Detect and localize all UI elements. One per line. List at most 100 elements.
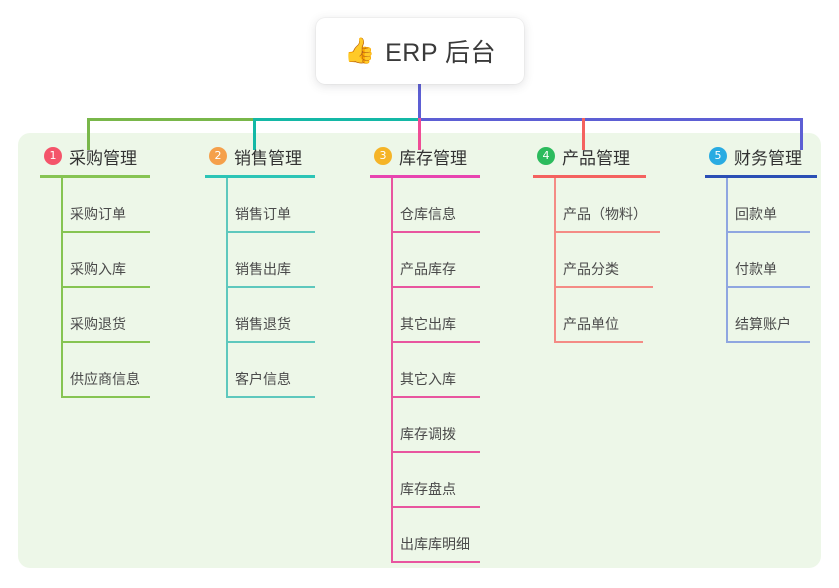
branch-items-1: 采购订单 采购入库 采购退货 供应商信息 [40,178,200,398]
connector-drop-3 [418,118,421,150]
connector-stem [418,84,421,119]
list-item-rule [555,286,653,288]
list-item-label: 产品库存 [400,261,456,277]
branch-title-5: 财务管理 [734,148,802,168]
list-item-rule [392,341,480,343]
list-item-rule [62,231,150,233]
list-item[interactable]: 产品库存 [392,233,530,288]
branch-spine-5 [726,178,728,343]
branch-badge-3: 3 [374,147,392,165]
connector-drop-4 [582,118,585,150]
list-item-rule [392,231,480,233]
connector-drop-5 [800,118,803,150]
list-item-rule [392,506,480,508]
connector-drop-1 [87,118,90,150]
list-item-rule [227,341,315,343]
list-item[interactable]: 采购订单 [62,178,200,233]
list-item-label: 其它入库 [400,371,456,387]
branch-title-3: 库存管理 [399,148,467,168]
list-item[interactable]: 库存盘点 [392,453,530,508]
diagram-title-card: 👍 ERP 后台 [316,18,524,84]
list-item[interactable]: 销售出库 [227,233,365,288]
connector-bar-green [87,118,254,121]
branch-items-5: 回款单 付款单 结算账户 [705,178,835,343]
list-item-label: 销售订单 [235,206,291,222]
branch-rule-5 [705,175,817,178]
list-item[interactable]: 付款单 [727,233,835,288]
list-item-label: 付款单 [735,261,777,277]
branch-column-5: 5 财务管理 回款单 付款单 结算账户 [705,144,835,343]
list-item-label: 出库库明细 [400,536,470,552]
branch-badge-5: 5 [709,147,727,165]
branch-rule-2 [205,175,315,178]
list-item-label: 库存调拨 [400,426,456,442]
list-item[interactable]: 其它入库 [392,343,530,398]
list-item-label: 产品（物料） [563,206,647,222]
branch-title-4: 产品管理 [562,148,630,168]
branch-badge-2: 2 [209,147,227,165]
list-item-label: 供应商信息 [70,371,140,387]
branch-rule-1 [40,175,150,178]
list-item[interactable]: 产品分类 [555,233,703,288]
list-item[interactable]: 仓库信息 [392,178,530,233]
list-item-rule [392,286,480,288]
list-item[interactable]: 供应商信息 [62,343,200,398]
list-item-label: 库存盘点 [400,481,456,497]
list-item[interactable]: 采购入库 [62,233,200,288]
list-item-rule [227,286,315,288]
list-item-rule [392,396,480,398]
page-title: ERP 后台 [385,39,497,67]
branch-header-3[interactable]: 3 库存管理 [370,144,530,168]
list-item[interactable]: 其它出库 [392,288,530,343]
branch-items-3: 仓库信息 产品库存 其它出库 其它入库 库存调拨 库存盘点 出库库明细 [370,178,530,563]
list-item-rule [392,451,480,453]
diagram-panel [18,133,821,568]
branch-spine-1 [61,178,63,398]
list-item[interactable]: 客户信息 [227,343,365,398]
branch-column-2: 2 销售管理 销售订单 销售出库 销售退货 客户信息 [205,144,365,398]
connector-bar-teal [253,118,419,121]
thumbs-up-icon: 👍 [343,36,376,65]
list-item-rule [227,231,315,233]
branch-spine-3 [391,178,393,563]
list-item[interactable]: 采购退货 [62,288,200,343]
branch-title-2: 销售管理 [234,148,302,168]
branch-items-2: 销售订单 销售出库 销售退货 客户信息 [205,178,365,398]
list-item[interactable]: 库存调拨 [392,398,530,453]
branch-header-5[interactable]: 5 财务管理 [705,144,835,168]
branch-header-2[interactable]: 2 销售管理 [205,144,365,168]
list-item[interactable]: 出库库明细 [392,508,530,563]
branch-header-1[interactable]: 1 采购管理 [40,144,200,168]
branch-column-4: 4 产品管理 产品（物料） 产品分类 产品单位 [533,144,703,343]
list-item[interactable]: 回款单 [727,178,835,233]
list-item-rule [62,396,150,398]
branch-header-4[interactable]: 4 产品管理 [533,144,703,168]
list-item-label: 客户信息 [235,371,291,387]
branch-column-3: 3 库存管理 仓库信息 产品库存 其它出库 其它入库 库存调拨 库存盘点 [370,144,530,563]
list-item-label: 仓库信息 [400,206,456,222]
list-item-rule [727,231,810,233]
list-item-label: 销售出库 [235,261,291,277]
list-item-label: 销售退货 [235,316,291,332]
list-item-rule [555,231,660,233]
list-item-rule [392,561,480,563]
branch-title-1: 采购管理 [69,148,137,168]
list-item-label: 采购订单 [70,206,126,222]
branch-column-1: 1 采购管理 采购订单 采购入库 采购退货 供应商信息 [40,144,200,398]
branch-badge-1: 1 [44,147,62,165]
branch-spine-2 [226,178,228,398]
branch-items-4: 产品（物料） 产品分类 产品单位 [533,178,703,343]
branch-rule-3 [370,175,480,178]
list-item-label: 采购退货 [70,316,126,332]
list-item[interactable]: 结算账户 [727,288,835,343]
list-item[interactable]: 销售订单 [227,178,365,233]
branch-badge-4: 4 [537,147,555,165]
list-item-rule [62,286,150,288]
list-item-rule [727,341,810,343]
list-item[interactable]: 销售退货 [227,288,365,343]
branch-spine-4 [554,178,556,343]
list-item[interactable]: 产品单位 [555,288,703,343]
list-item-label: 产品单位 [563,316,619,332]
list-item-label: 采购入库 [70,261,126,277]
list-item[interactable]: 产品（物料） [555,178,703,233]
